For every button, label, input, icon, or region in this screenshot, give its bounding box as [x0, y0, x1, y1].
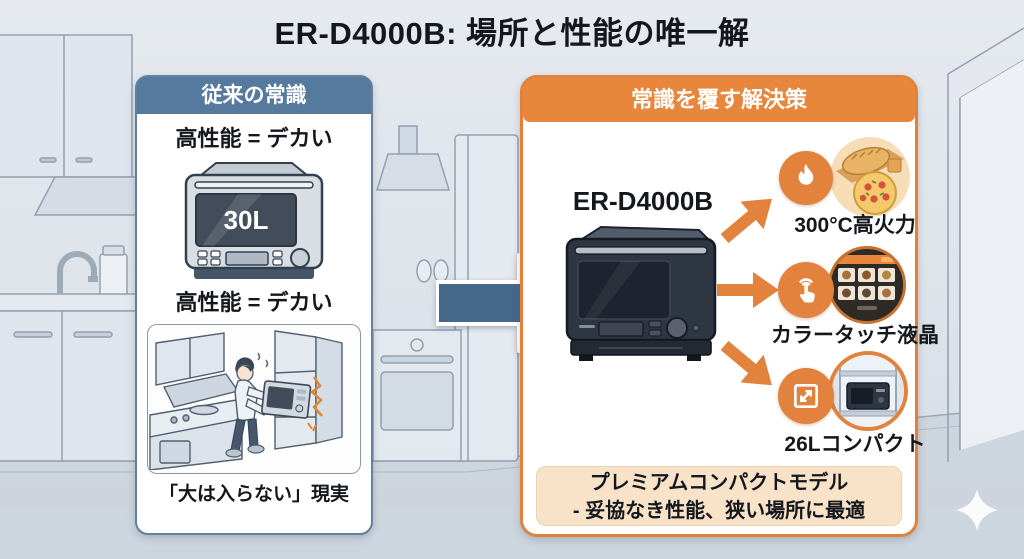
- carried-microwave: [261, 380, 312, 419]
- summary-line-2: - 妥協なき性能、狭い場所に最適: [572, 499, 866, 522]
- arrow-to-feature-1-icon: [720, 198, 772, 244]
- person-figure: [225, 352, 269, 458]
- er-d4000b-microwave-illustration: [565, 225, 717, 361]
- capacity-label: 30L: [224, 205, 269, 235]
- microwave-does-not-fit-illustration: [149, 330, 343, 470]
- large-microwave-illustration: 30L: [184, 162, 324, 279]
- arrow-to-feature-2-icon: [717, 272, 779, 308]
- sparkle-icon: [956, 489, 998, 531]
- touch-icon: [778, 262, 834, 318]
- kitchen-scene-frame: [147, 324, 361, 474]
- feature-1-label: 300°C高火力: [794, 214, 916, 237]
- bread-pizza-photo: [830, 137, 910, 217]
- left-caption-text: 「大は入らない」現実: [158, 484, 349, 505]
- feature-2-label: カラータッチ液晶: [771, 324, 939, 347]
- arrow-to-feature-3-icon: [720, 340, 772, 386]
- solution-panel: 常識を覆す解決策 ER-D4000B: [520, 75, 939, 537]
- left-panel-header: 従来の常識: [137, 77, 371, 114]
- compact-shelf-photo: [828, 351, 908, 431]
- summary-line-1: プレミアムコンパクトモデル: [589, 472, 849, 494]
- claim-bottom-text: 高性能 = デカい: [175, 290, 333, 315]
- product-name-label: ER-D4000B: [572, 186, 714, 216]
- right-panel-header: 常識を覆す解決策: [523, 78, 915, 122]
- friction-zigzag: [310, 376, 323, 417]
- claim-top-text: 高性能 = デカい: [175, 126, 333, 151]
- expand-icon: [778, 368, 834, 424]
- summary-box: プレミアムコンパクトモデル - 妥協なき性能、狭い場所に最適: [536, 466, 902, 526]
- touch-menu-photo: [828, 246, 906, 324]
- conventional-wisdom-panel: 従来の常識 高性能 = デカい 30L 高性能 = デカい: [135, 75, 373, 535]
- flame-icon: [779, 151, 833, 205]
- page-title: ER-D4000B: 場所と性能の唯一解: [274, 16, 750, 51]
- feature-3-label: 26Lコンパクト: [784, 433, 926, 456]
